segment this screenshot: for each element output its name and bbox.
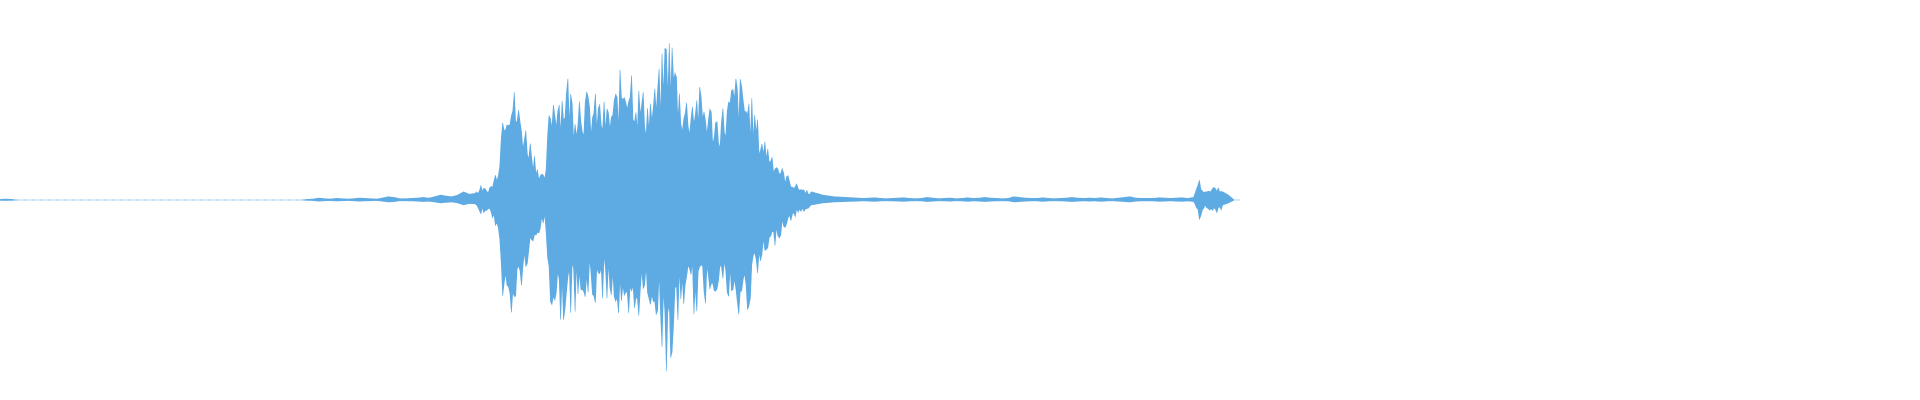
waveform-shape	[0, 43, 1240, 372]
